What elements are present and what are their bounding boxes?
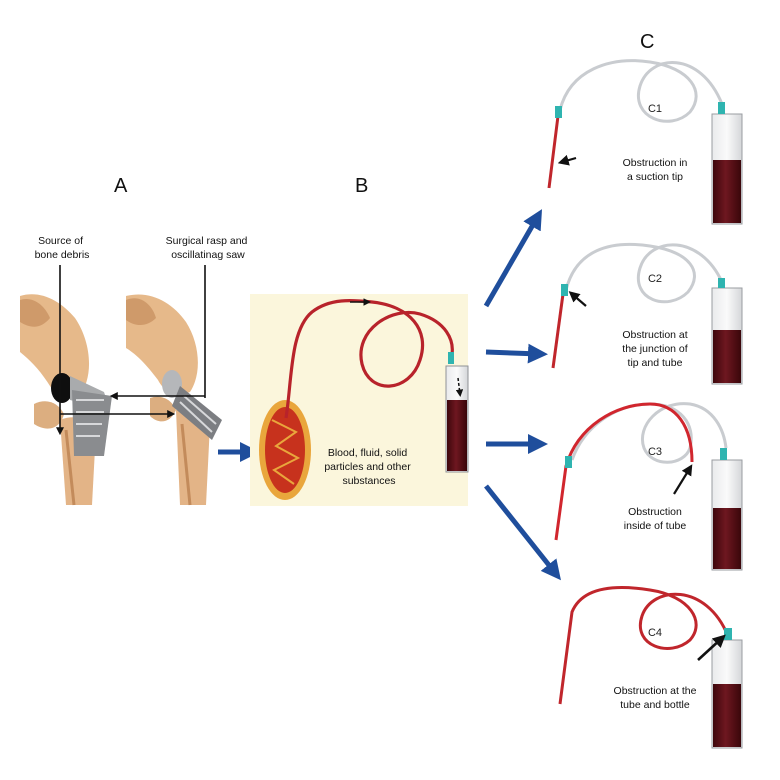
label-surgical-rasp: Surgical rasp and oscillatinag saw — [166, 235, 251, 261]
scenario-c2 — [551, 242, 743, 385]
label-line: inside of tube — [624, 520, 687, 532]
panel-letter-b: B — [355, 175, 368, 197]
label-line: Obstruction — [628, 506, 682, 518]
surgical-wound-image — [259, 400, 311, 500]
label-line: substances — [342, 475, 395, 487]
label-line: a suction tip — [627, 171, 683, 183]
panel-letter-c: C — [640, 31, 654, 53]
flow-arrow-to-c2 — [485, 343, 548, 364]
scenario-label-c3: Obstruction inside of tube — [624, 506, 687, 532]
scenario-id-c2: C2 — [648, 273, 662, 285]
label-line: Surgical rasp and — [166, 235, 248, 247]
label-blood-fluid: Blood, fluid, solid particles and other … — [324, 447, 413, 487]
label-line: Obstruction at the — [614, 685, 697, 697]
bone-debris-source — [51, 373, 73, 403]
scenario-id-c3: C3 — [648, 446, 662, 458]
label-line: particles and other — [324, 461, 411, 473]
label-line: Source of — [38, 235, 83, 247]
label-bone-debris-source: Source of bone debris — [35, 235, 90, 261]
scenario-id-c4: C4 — [648, 627, 662, 639]
scenario-c3 — [554, 402, 743, 571]
label-line: tube and bottle — [620, 699, 690, 711]
scenario-label-c1: Obstruction in a suction tip — [623, 157, 688, 183]
scenario-label-c4: Obstruction at the tube and bottle — [614, 685, 697, 711]
scenario-id-c1: C1 — [648, 103, 662, 115]
scenario-c4 — [558, 586, 743, 749]
label-line: Obstruction at — [622, 329, 687, 341]
label-line: tip and tube — [628, 357, 683, 369]
flow-arrow-to-c4 — [484, 484, 561, 581]
label-line: Blood, fluid, solid — [328, 447, 408, 459]
label-line: the junction of — [622, 343, 687, 355]
panel-letter-a: A — [114, 175, 128, 197]
panel-a-illustration — [20, 265, 222, 506]
label-line: bone debris — [35, 249, 90, 261]
label-line: Obstruction in — [623, 157, 688, 169]
scenario-c1 — [547, 59, 743, 225]
flow-arrow-to-c1 — [483, 209, 543, 308]
hip-left-image — [20, 294, 112, 506]
suction-tube-b — [284, 298, 454, 419]
hip-right-image — [126, 294, 222, 506]
collection-bottle-b — [445, 352, 469, 473]
label-line: oscillatinag saw — [171, 249, 245, 261]
scenario-label-c2: Obstruction at the junction of tip and tub… — [622, 329, 687, 369]
